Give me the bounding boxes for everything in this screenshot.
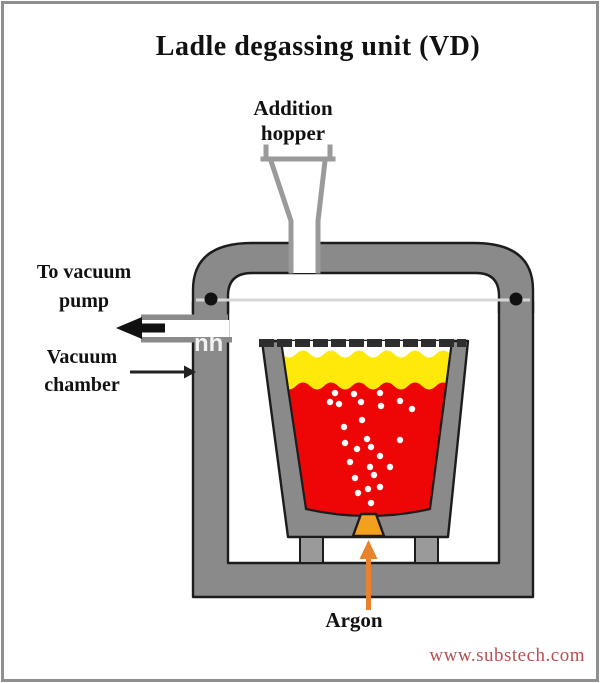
hopper-tube-bore: [293, 240, 316, 273]
gas-bubble: [331, 389, 339, 397]
vacuum-chamber-lid: [193, 243, 533, 313]
gas-bubble: [396, 436, 404, 444]
watermark-fragment: nh: [194, 330, 224, 357]
gas-bubble: [346, 458, 354, 466]
lid-outline: [191, 241, 535, 313]
vacuum-flow-arrow-icon: [116, 317, 165, 339]
argon-label: Argon: [325, 608, 383, 632]
gas-bubble: [364, 485, 372, 493]
gas-bubble: [354, 489, 362, 497]
gas-bubble: [376, 452, 384, 460]
to-vacuum-pump-label: To vacuum pump: [8, 258, 160, 316]
addition-hopper-label-line1: Addition: [253, 96, 333, 120]
gas-bubble: [350, 390, 358, 398]
gas-bubble: [363, 435, 371, 443]
gas-bubble: [367, 499, 375, 507]
diagram-title: Ladle degassing unit (VD): [155, 31, 481, 62]
gas-bubble: [376, 483, 384, 491]
gas-bubble: [377, 402, 385, 410]
ladle-leg-left: [299, 536, 324, 564]
to-vacuum-pump-label-line1: To vacuum: [36, 261, 132, 283]
addition-hopper-funnel: [260, 144, 336, 274]
argon-arrow-head-icon: [359, 540, 378, 559]
gas-bubble: [341, 439, 349, 447]
gas-bubble: [351, 474, 359, 482]
vacuum-pipe-top-wall: [141, 314, 228, 320]
gas-bubble: [367, 443, 375, 451]
argon-bubbles: [326, 389, 416, 507]
gas-bubble: [353, 445, 361, 453]
ladle-leg-right: [414, 536, 439, 564]
gas-bubble: [396, 397, 404, 405]
gas-bubble: [340, 423, 348, 431]
gas-bubble: [357, 398, 365, 406]
gas-bubble: [358, 416, 366, 424]
lid-clamp-dot-left: [204, 292, 218, 306]
gas-bubble: [386, 463, 394, 471]
gas-bubble: [335, 400, 343, 408]
addition-hopper-label: Addition hopper: [193, 96, 393, 146]
vacuum-chamber-label: Vacuum chamber: [8, 343, 156, 399]
website-credit: www.substech.com: [429, 645, 585, 666]
gas-bubble: [370, 471, 378, 479]
vacuum-chamber-pointer-arrow-icon: [184, 365, 196, 379]
gas-bubble: [326, 398, 334, 406]
vacuum-chamber-label-line1: Vacuum: [46, 346, 118, 368]
porous-plug: [351, 512, 386, 538]
vacuum-pipe-bottom-wall: [141, 337, 232, 343]
gas-bubble: [408, 405, 416, 413]
molten-steel: [281, 382, 452, 516]
vacuum-chamber-label-line2: chamber: [44, 374, 120, 396]
gas-bubble: [366, 463, 374, 471]
lid-clamp-dot-right: [509, 292, 523, 306]
addition-hopper-label-line2: hopper: [260, 121, 326, 145]
gas-bubble: [376, 389, 384, 397]
to-vacuum-pump-label-line2: pump: [58, 290, 110, 312]
